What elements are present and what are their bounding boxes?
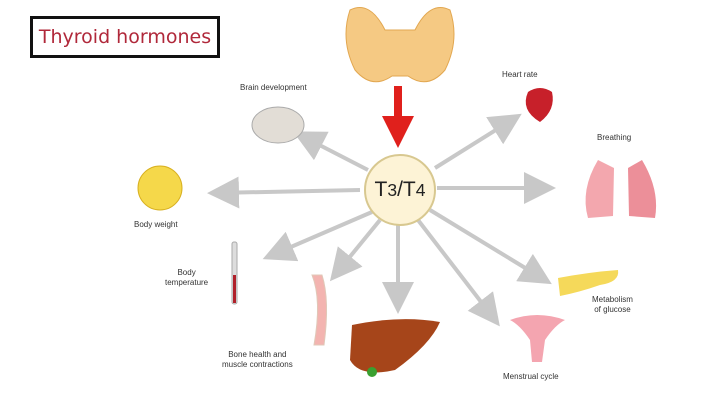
t3-subscript: 3 [387, 179, 398, 200]
page-title: Thyroid hormones [30, 16, 220, 58]
heart-icon [525, 88, 553, 122]
pancreas-icon [558, 270, 619, 296]
separator: / [397, 178, 403, 201]
t4-subscript: 4 [415, 179, 426, 200]
effect-arrows [207, 113, 556, 327]
brain-icon [251, 106, 305, 144]
lungs-icon [585, 160, 657, 218]
fat-cell-icon [137, 165, 183, 211]
uterus-icon [510, 315, 565, 362]
label-heart: Heart rate [502, 70, 538, 79]
label-brain: Brain development [240, 83, 307, 92]
thermometer-mercury [233, 275, 236, 303]
thyroid-gland-icon [345, 7, 455, 83]
t3-label: T [374, 178, 388, 201]
gallbladder-icon [367, 367, 377, 377]
liver-icon [350, 319, 440, 373]
label-weight: Body weight [134, 220, 178, 229]
label-breathing: Breathing [597, 133, 632, 142]
label-menstrual: Menstrual cycle [503, 372, 559, 381]
bone-muscle-icon [311, 274, 328, 346]
t4-label: T [402, 178, 416, 201]
